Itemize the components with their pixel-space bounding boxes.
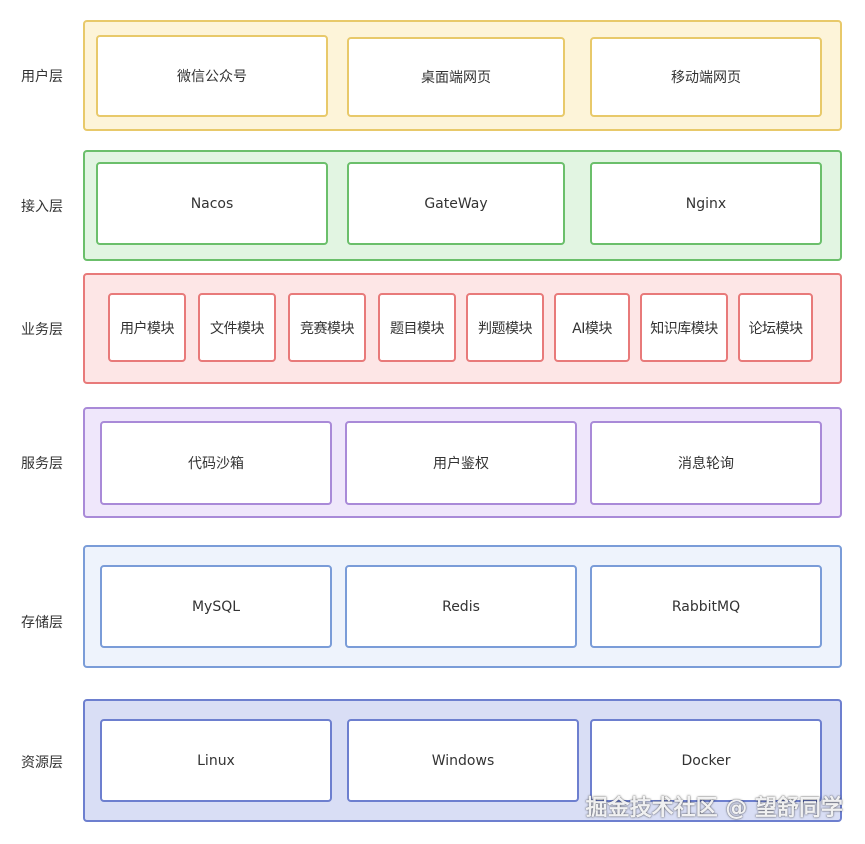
layer-label-service: 服务层 <box>21 456 63 472</box>
node-ai-module: AI模块 <box>554 293 630 362</box>
node-nginx: Nginx <box>590 162 822 245</box>
node-mysql: MySQL <box>100 565 332 648</box>
layer-band-business <box>83 273 842 384</box>
node-knowledge-base-module: 知识库模块 <box>640 293 728 362</box>
node-linux: Linux <box>100 719 332 802</box>
watermark: 掘金技术社区 @ 望舒同学 <box>585 796 843 821</box>
layer-label-access: 接入层 <box>21 199 63 215</box>
node-message-polling: 消息轮询 <box>590 421 822 505</box>
node-gateway: GateWay <box>347 162 565 245</box>
node-nacos: Nacos <box>96 162 328 245</box>
node-user-auth: 用户鉴权 <box>345 421 577 505</box>
node-wechat-official-account: 微信公众号 <box>96 35 328 117</box>
layer-label-business: 业务层 <box>21 322 63 338</box>
layer-label-user: 用户层 <box>21 69 63 85</box>
node-problem-module: 题目模块 <box>378 293 456 362</box>
node-file-module: 文件模块 <box>198 293 276 362</box>
node-forum-module: 论坛模块 <box>738 293 813 362</box>
node-desktop-web: 桌面端网页 <box>347 37 565 117</box>
node-code-sandbox: 代码沙箱 <box>100 421 332 505</box>
node-rabbitmq: RabbitMQ <box>590 565 822 648</box>
node-windows: Windows <box>347 719 579 802</box>
node-contest-module: 竞赛模块 <box>288 293 366 362</box>
node-judge-module: 判题模块 <box>466 293 544 362</box>
layer-label-storage: 存储层 <box>21 615 63 631</box>
node-user-module: 用户模块 <box>108 293 186 362</box>
layer-label-resource: 资源层 <box>21 755 63 771</box>
node-mobile-web: 移动端网页 <box>590 37 822 117</box>
node-redis: Redis <box>345 565 577 648</box>
node-docker: Docker <box>590 719 822 802</box>
